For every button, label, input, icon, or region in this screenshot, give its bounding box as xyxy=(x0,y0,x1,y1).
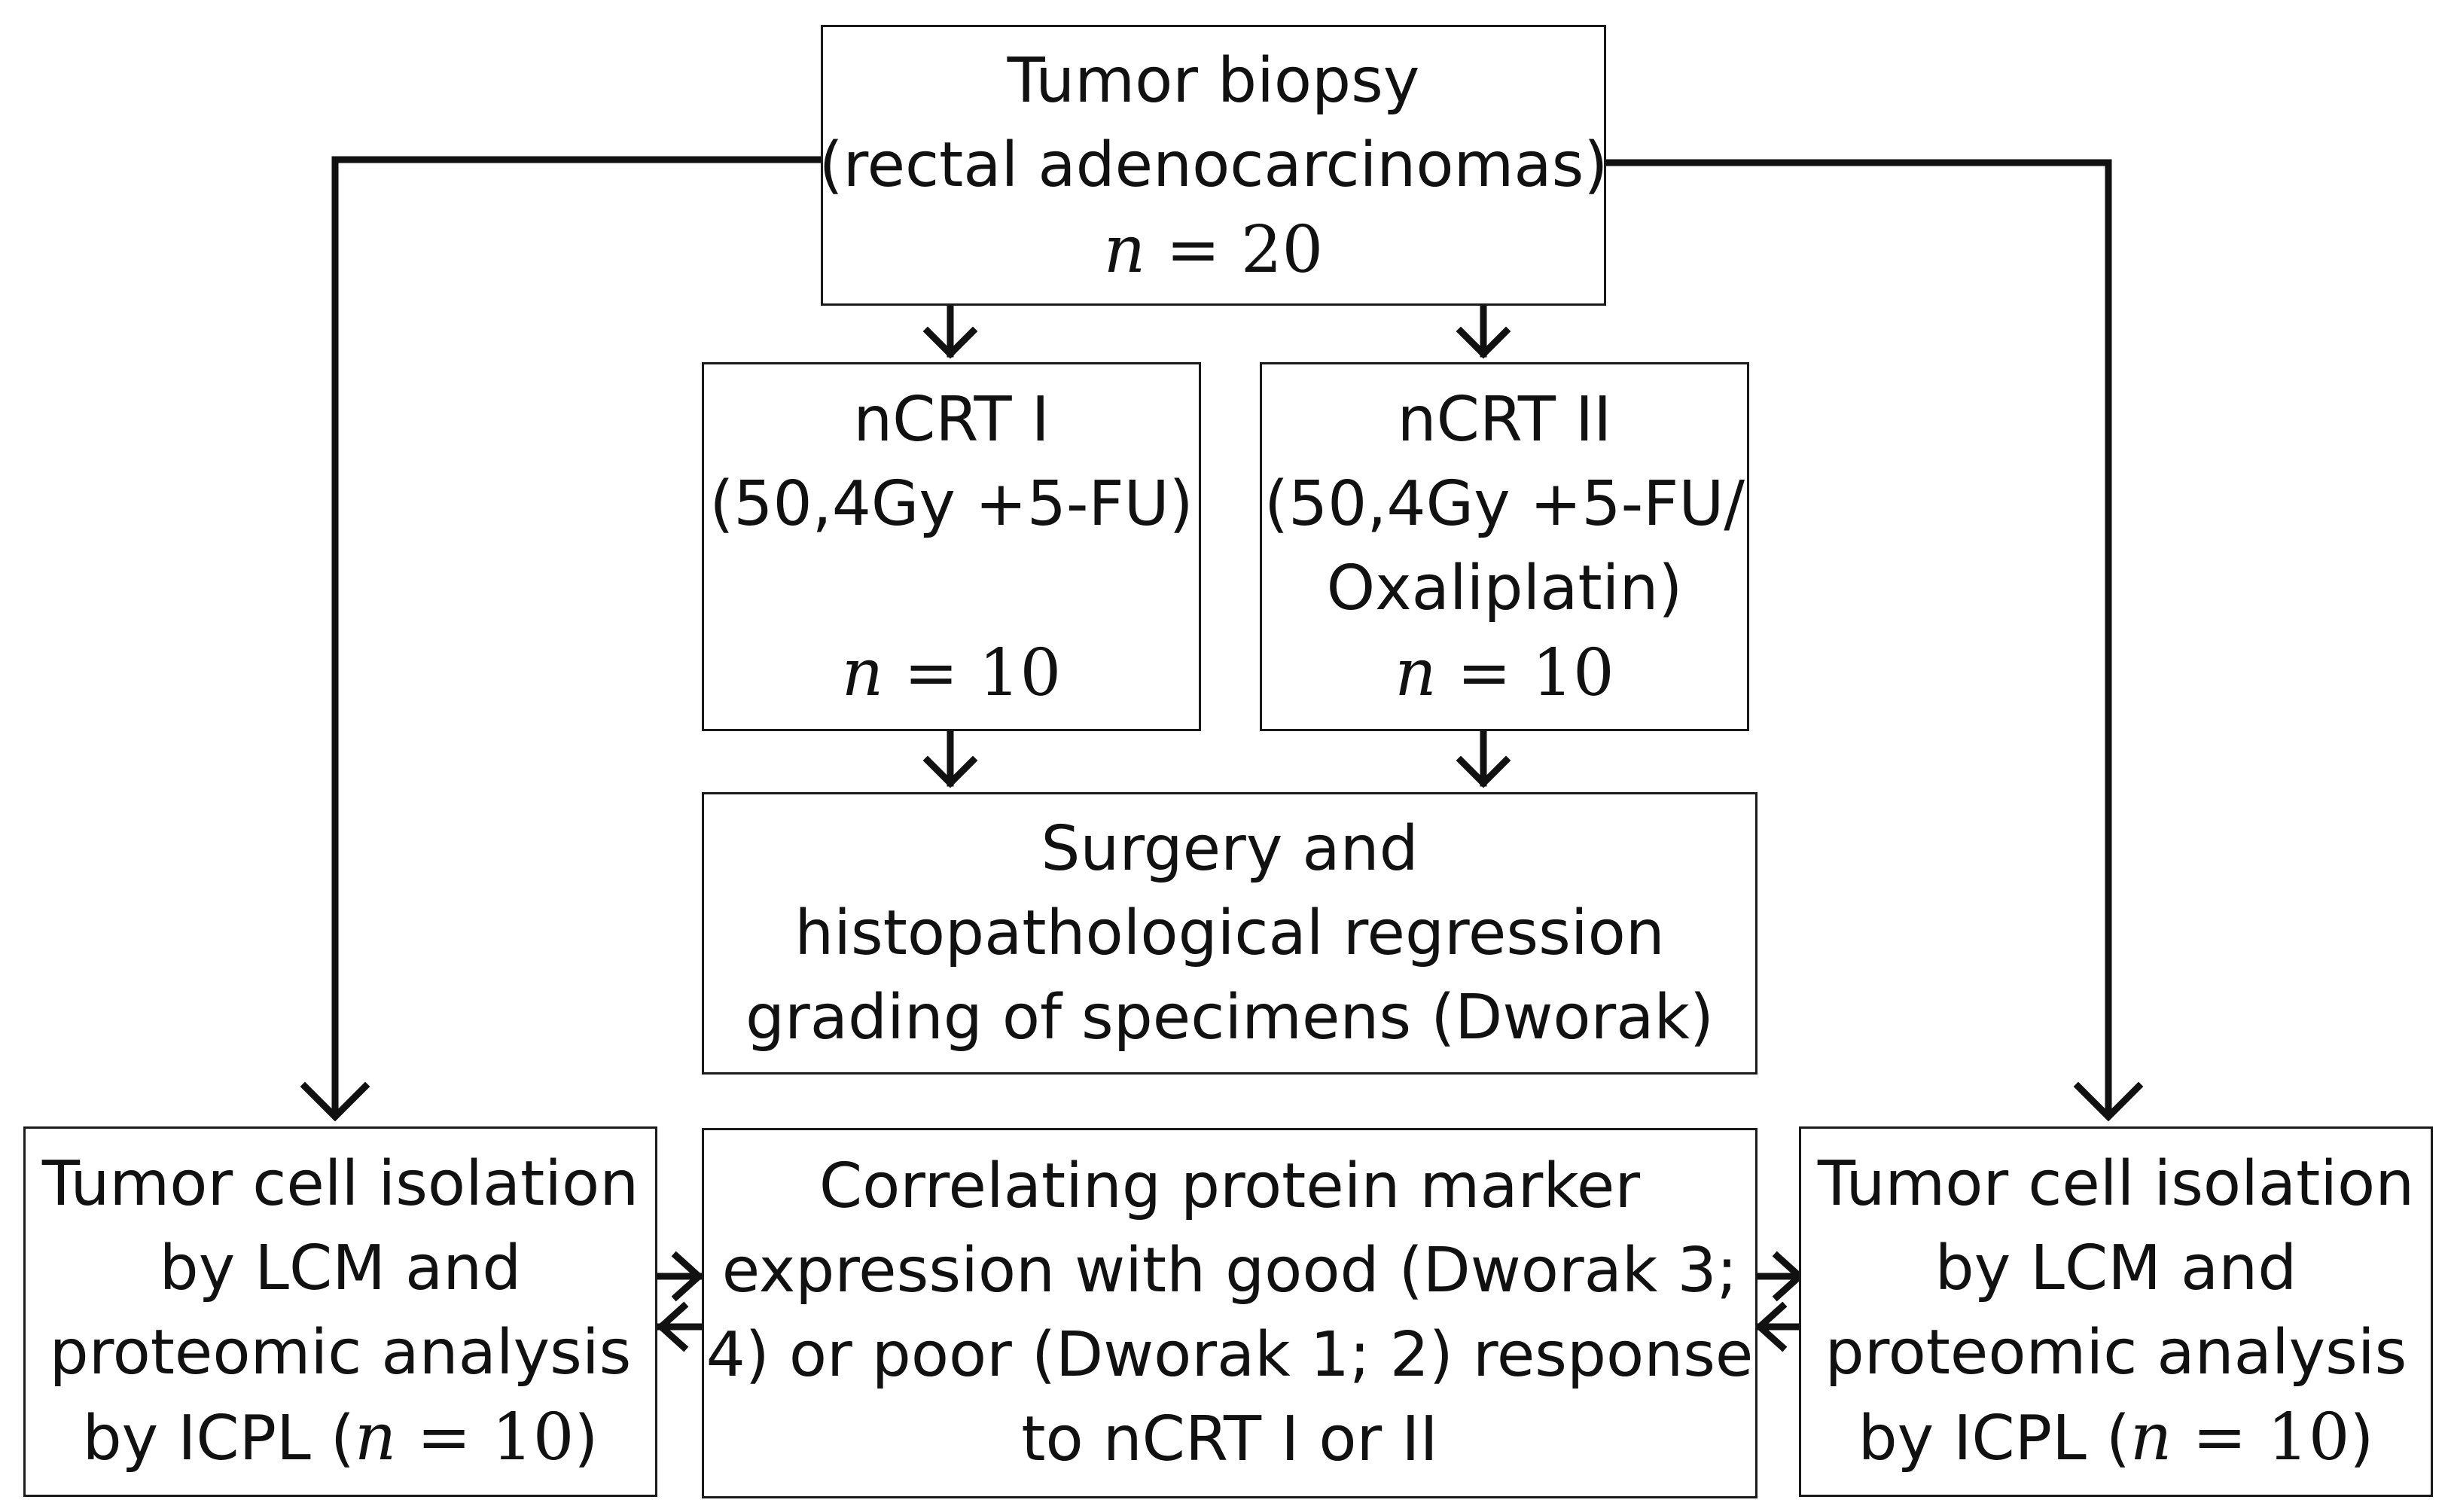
arrowhead-center-in-left xyxy=(671,1251,704,1302)
connector-top-to-right xyxy=(1603,159,2112,1118)
left-line-1: Tumor cell isolation xyxy=(41,1148,639,1220)
count-value: = 10 xyxy=(2172,1400,2350,1475)
correlation-line-1: Correlating protein marker xyxy=(819,1151,1641,1222)
tumor-biopsy-box: Tumor biopsy (rectal adenocarcinomas) n … xyxy=(819,25,1608,306)
tumor-biopsy-count: n = 20 xyxy=(1104,208,1324,292)
surgery-box: Surgery and histopathological regression… xyxy=(702,792,1757,1075)
ncrt1-title: nCRT I xyxy=(853,384,1050,456)
left-line-4-prefix: by ICPL ( xyxy=(82,1403,355,1474)
ncrt2-count: n = 10 xyxy=(1395,631,1614,715)
arrowhead-right-down xyxy=(2073,1081,2144,1122)
ncrt2-regimen-cont: Oxaliplatin) xyxy=(1326,553,1683,624)
right-line-1: Tumor cell isolation xyxy=(1817,1148,2415,1220)
correlation-line-4: to nCRT I or II xyxy=(1021,1404,1438,1475)
count-variable: n xyxy=(1103,212,1146,288)
arrowhead-left-in xyxy=(656,1301,689,1352)
arrowhead-ncrt2-down xyxy=(1456,326,1511,359)
connector-top-to-left xyxy=(331,156,828,1118)
count-value: = 10 xyxy=(396,1400,575,1475)
surgery-line-3: grading of specimens (Dworak) xyxy=(745,981,1714,1053)
ncrt1-regimen: (50,4Gy +5-FU) xyxy=(709,468,1194,540)
ncrt1-box: nCRT I (50,4Gy +5-FU) n = 10 xyxy=(702,362,1201,731)
left-line-3: proteomic analysis xyxy=(49,1317,632,1389)
correlation-line-2: expression with good (Dworak 3; xyxy=(721,1235,1738,1306)
count-variable: n xyxy=(841,636,884,711)
correlation-box: Correlating protein marker expression wi… xyxy=(702,1128,1757,1498)
ncrt2-title: nCRT II xyxy=(1397,384,1612,456)
right-line-4: by ICPL (n = 10) xyxy=(1858,1395,2374,1481)
count-variable: n xyxy=(2129,1400,2172,1475)
left-line-4-suffix: ) xyxy=(574,1403,599,1474)
left-line-2: by LCM and xyxy=(159,1233,522,1304)
correlation-line-3: 4) or poor (Dworak 1; 2) response xyxy=(706,1319,1754,1391)
ncrt1-count: n = 10 xyxy=(842,631,1062,715)
right-line-2: by LCM and xyxy=(1934,1233,2297,1304)
tumor-biopsy-subtitle: (rectal adenocarcinomas) xyxy=(819,129,1608,201)
ncrt2-box: nCRT II (50,4Gy +5-FU/ Oxaliplatin) n = … xyxy=(1260,362,1749,731)
arrowhead-left-down xyxy=(300,1081,370,1122)
left-isolation-box: Tumor cell isolation by LCM and proteomi… xyxy=(23,1126,657,1497)
count-variable: n xyxy=(354,1400,397,1475)
arrowhead-surgery-left-down xyxy=(922,755,978,788)
surgery-line-1: Surgery and xyxy=(1041,812,1419,885)
arrowhead-ncrt1-down xyxy=(922,326,978,359)
right-isolation-box: Tumor cell isolation by LCM and proteomi… xyxy=(1799,1126,2433,1497)
surgery-line-2: histopathological regression xyxy=(794,897,1665,969)
right-line-4-suffix: ) xyxy=(2349,1403,2374,1474)
count-value: = 10 xyxy=(1436,636,1614,711)
count-variable: n xyxy=(1395,636,1437,711)
left-line-4: by ICPL (n = 10) xyxy=(83,1395,599,1481)
arrowhead-surgery-right-down xyxy=(1456,755,1511,788)
right-line-4-prefix: by ICPL ( xyxy=(1858,1403,2130,1474)
ncrt2-regimen: (50,4Gy +5-FU/ xyxy=(1264,468,1745,540)
tumor-biopsy-title: Tumor biopsy xyxy=(1007,44,1420,117)
count-value: = 20 xyxy=(1145,212,1324,288)
arrowhead-center-in-right xyxy=(1754,1301,1788,1352)
count-value: = 10 xyxy=(883,636,1062,711)
right-line-3: proteomic analysis xyxy=(1825,1317,2407,1389)
